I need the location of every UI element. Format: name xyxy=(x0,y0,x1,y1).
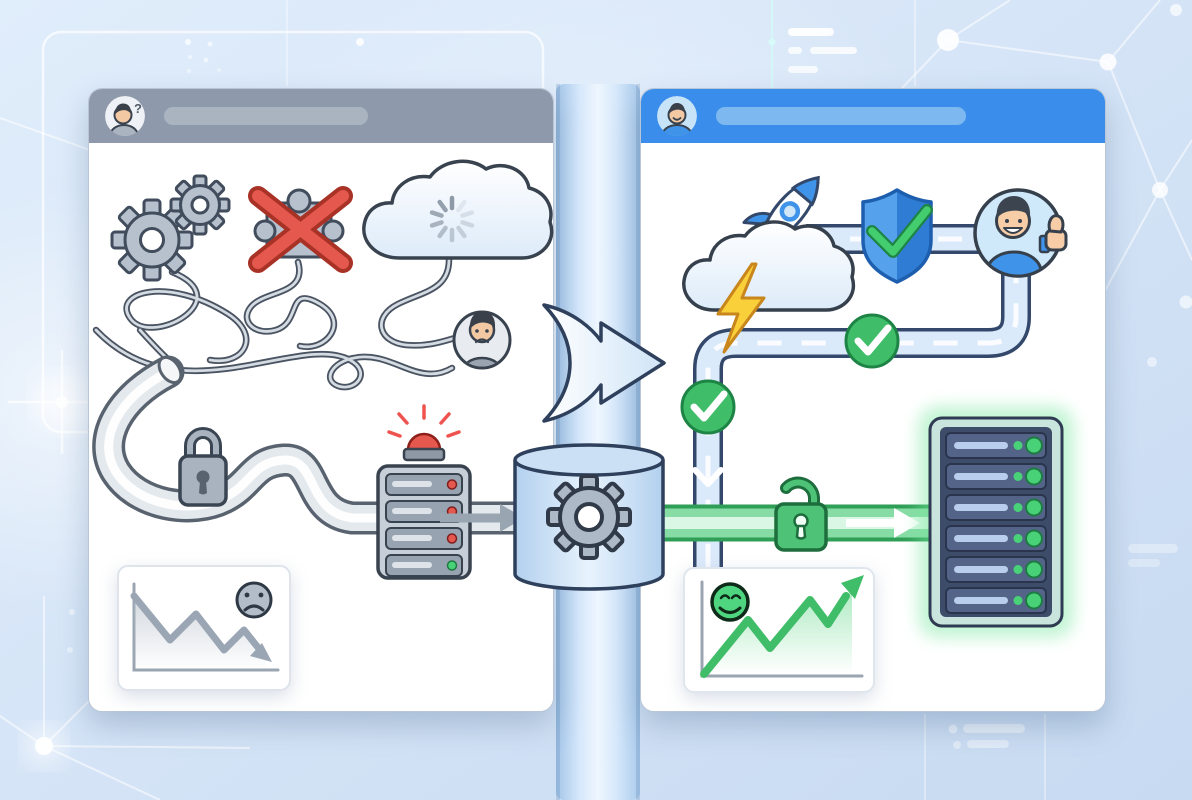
after-title-pill xyxy=(716,107,966,125)
question-mark: ? xyxy=(134,101,142,116)
decor-glow-line xyxy=(768,0,776,88)
confused-user-avatar: ? xyxy=(105,96,145,136)
before-window-header: ? xyxy=(89,89,553,143)
decor-network-nodes xyxy=(937,4,1192,367)
after-window xyxy=(640,88,1106,712)
decor-dashes-bottom-right xyxy=(948,544,1178,749)
decor-dashes-top xyxy=(788,28,857,73)
decor-dots xyxy=(185,38,364,73)
before-title-pill xyxy=(164,107,368,125)
after-window-header xyxy=(641,89,1105,143)
happy-user-avatar-small xyxy=(657,96,697,136)
center-column xyxy=(556,84,640,800)
before-window: ? xyxy=(88,88,554,712)
